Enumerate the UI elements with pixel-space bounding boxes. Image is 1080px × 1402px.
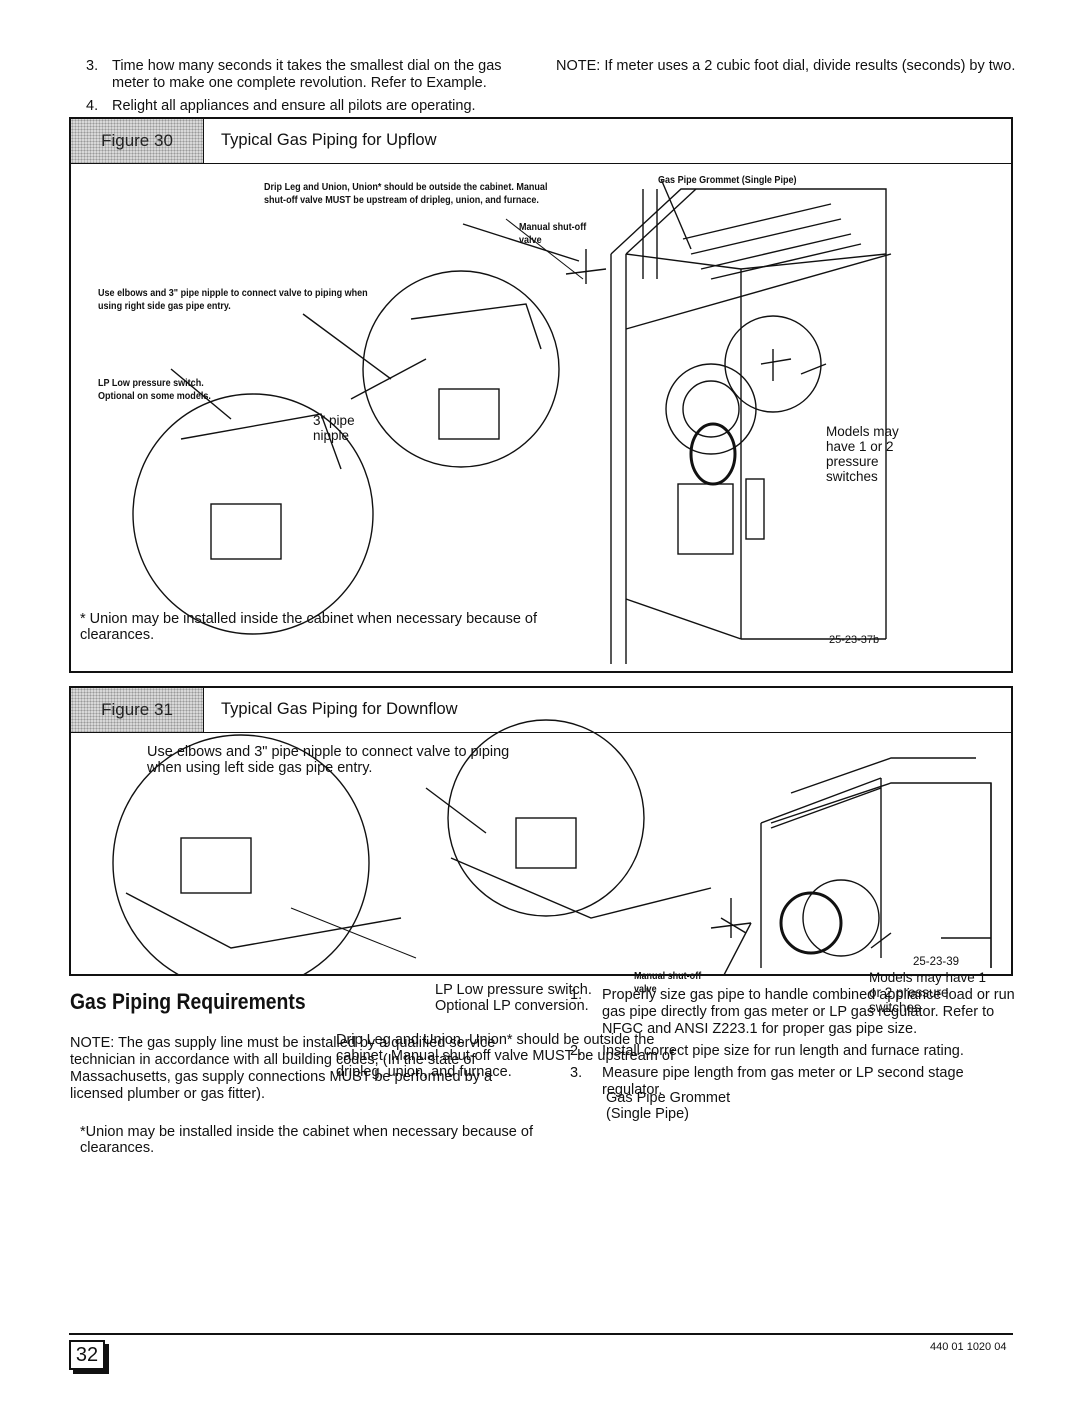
figure-31-manual-valve-label: Manual shut-off valve <box>634 970 702 995</box>
item-number: 4. <box>86 98 99 114</box>
figure-30-header: Figure 30 Typical Gas Piping for Upflow <box>71 119 1011 164</box>
figure-31-elbows-label: Use elbows and 3" pipe nipple to connect… <box>147 744 510 776</box>
figure-31: Figure 31 Typical Gas Piping for Downflo… <box>69 686 1013 1156</box>
figure-31-header: Figure 31 Typical Gas Piping for Downflo… <box>71 688 1011 733</box>
intro-item-4: 4. Relight all appliances and ensure all … <box>86 98 531 115</box>
requirements-list: 1. Properly size gas pipe to handle comb… <box>556 987 1016 1099</box>
footer-rule <box>69 1333 1013 1335</box>
intro-note: NOTE: If meter uses a 2 cubic foot dial,… <box>556 58 1016 74</box>
figure-31-lp-label: LP Low pressure switch. Optional LP conv… <box>435 982 592 1014</box>
figure-31-code: 25-23-39 <box>913 956 960 968</box>
figure-30-dripleg-label: Drip Leg and Union, Union* should be out… <box>264 181 548 206</box>
requirements-heading: Gas Piping Requirements <box>70 989 306 1014</box>
figure-30: Figure 30 Typical Gas Piping for Upflow <box>69 117 1013 673</box>
figure-30-manual-valve-label: Manual shut-off valve <box>519 221 587 246</box>
item-number: 3. <box>86 58 99 74</box>
page-number: 32 <box>75 1344 99 1366</box>
requirements-note: NOTE: The gas supply line must be instal… <box>70 1035 496 1102</box>
item-text: Time how many seconds it takes the small… <box>112 58 502 91</box>
figure-31-grommet-label: Gas Pipe Grommet (Single Pipe) <box>606 1090 731 1122</box>
list-item: 3. Measure pipe length from gas meter or… <box>556 1065 1016 1099</box>
figure-30-models-label: Models may have 1 or 2 pressure switches <box>826 424 899 484</box>
figure-30-elbows-label: Use elbows and 3" pipe nipple to connect… <box>98 287 368 312</box>
figure-31-footnote: *Union may be installed inside the cabin… <box>80 1124 533 1156</box>
figure-30-footnote: * Union may be installed inside the cabi… <box>80 611 538 643</box>
figure-30-code: 25-23-37b <box>829 634 880 646</box>
list-item: 2. Install correct pipe size for run len… <box>556 1043 1016 1060</box>
figure-31-tab: Figure 31 <box>71 688 204 732</box>
figure-31-title: Typical Gas Piping for Downflow <box>221 700 458 718</box>
figure-31-illustration <box>112 719 992 974</box>
item-number: 1. <box>570 987 583 1003</box>
figure-30-grommet-label: Gas Pipe Grommet (Single Pipe) <box>658 174 797 186</box>
figure-31-tab-label: Figure 31 <box>101 700 173 719</box>
doc-number: 440 01 1020 04 <box>930 1341 1007 1353</box>
figure-31-models-label: Models may have 1 or 2 pressure switches <box>869 970 987 1015</box>
figure-30-lp-label: LP Low pressure switch. Optional on some… <box>98 377 211 402</box>
page-number-box: 32 <box>69 1340 105 1370</box>
figure-30-tab-label: Figure 30 <box>101 131 173 150</box>
item-text: Install correct pipe size for run length… <box>602 1043 964 1059</box>
item-text: Measure pipe length from gas meter or LP… <box>602 1065 964 1098</box>
figure-31-dripleg-label: Drip Leg and Union, Union* should be out… <box>336 1032 674 1080</box>
figure-30-tab: Figure 30 <box>71 119 204 163</box>
item-number: 2. <box>570 1043 583 1059</box>
figure-30-title: Typical Gas Piping for Upflow <box>221 131 437 149</box>
list-item: 1. Properly size gas pipe to handle comb… <box>556 987 1016 1038</box>
intro-item-3: 3. Time how many seconds it takes the sma… <box>86 58 531 92</box>
item-text: Properly size gas pipe to handle combine… <box>602 987 1015 1037</box>
figure-30-nipple-label: 3" pipe nipple <box>313 413 355 443</box>
item-text: Relight all appliances and ensure all pi… <box>112 98 476 114</box>
item-number: 3. <box>570 1065 583 1081</box>
figure-30-illustration <box>132 178 892 664</box>
